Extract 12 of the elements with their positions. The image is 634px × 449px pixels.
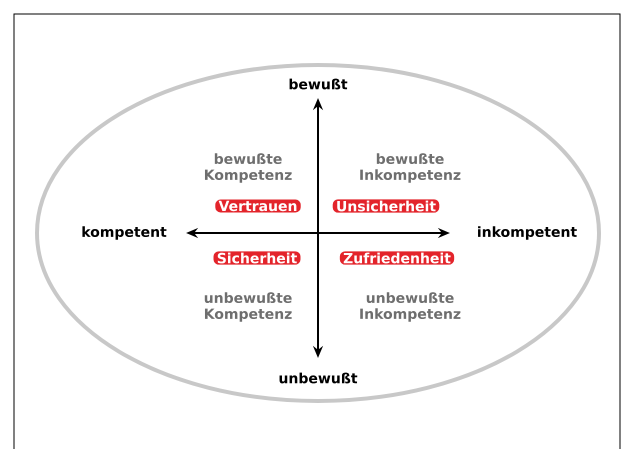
axis-label: inkompetent [478, 226, 577, 240]
axis-label: unbewußt [280, 372, 358, 384]
axis-label: bewußt [290, 78, 348, 90]
badge: Sicherheit [212, 250, 302, 266]
axis-label: kompetent [82, 226, 166, 240]
badge: Unsicherheit [331, 198, 441, 214]
quadrant-label: bewußte Kompetenz [204, 153, 292, 183]
badge: Zufriedenheit [338, 250, 456, 266]
quadrant-label: unbewußte Inkompetenz [360, 292, 460, 322]
quadrant-label: bewußte Inkompetenz [360, 153, 460, 183]
quadrant-label: unbewußte Kompetenz [204, 292, 292, 322]
badge: Vertrauen [214, 198, 302, 214]
